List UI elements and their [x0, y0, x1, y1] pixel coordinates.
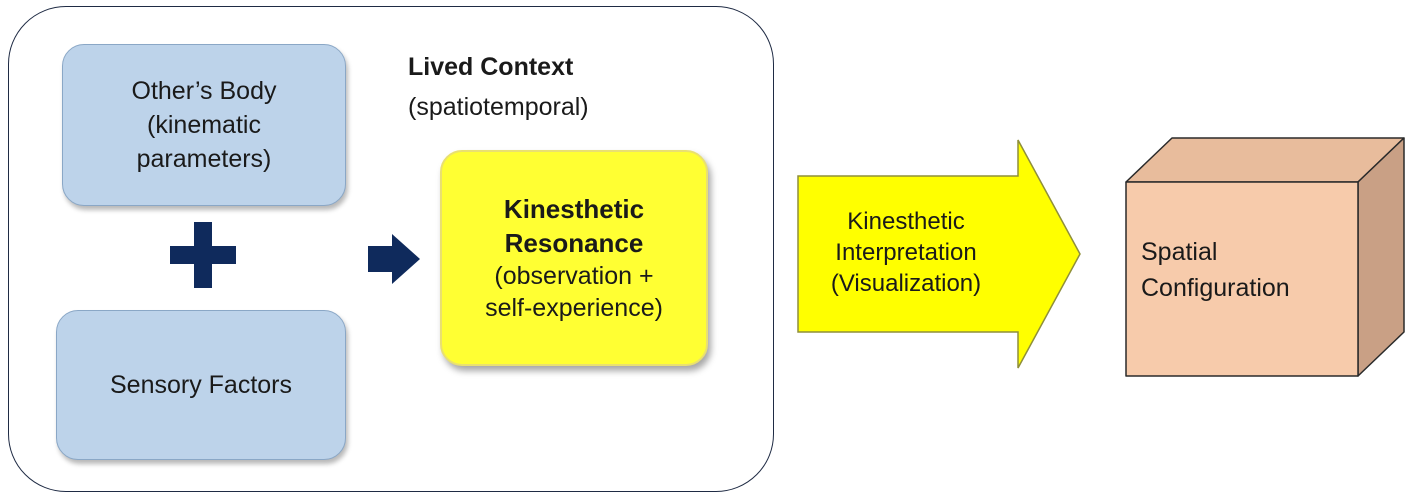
lived-context-subtitle: (spatiotemporal): [408, 93, 589, 121]
arrow-right-icon: [368, 234, 420, 284]
plus-icon: [170, 222, 236, 288]
kinesthetic-resonance-box: Kinesthetic Resonance (observation + sel…: [440, 150, 708, 366]
resonance-title: Kinesthetic Resonance: [504, 192, 644, 260]
resonance-title-line: Kinesthetic: [503, 194, 645, 224]
interpretation-line: Interpretation: [835, 239, 977, 266]
sensory-factors-label: Sensory Factors: [109, 371, 292, 399]
others-body-line: (kinematic: [147, 111, 261, 139]
lived-context-title: Lived Context: [408, 53, 574, 81]
resonance-sub-line: (observation +: [494, 262, 654, 290]
interpretation-arrow: [797, 139, 1081, 369]
others-body-line: parameters): [136, 145, 272, 173]
interpretation-line: Kinesthetic: [847, 208, 965, 235]
spatial-configuration-cube: [1125, 137, 1405, 377]
resonance-title-line: Resonance: [504, 228, 644, 258]
cube-front-face: [1125, 181, 1359, 377]
others-body-box: Other’s Body (kinematic parameters): [62, 44, 346, 206]
interpretation-line: (Visualization): [830, 270, 982, 297]
resonance-sub-line: self-experience): [485, 294, 663, 322]
others-body-text: Other’s Body (kinematic parameters): [132, 74, 277, 176]
cube-top-face: [1125, 137, 1405, 183]
others-body-line: Other’s Body: [131, 77, 277, 105]
resonance-subtitle: (observation + self-experience): [485, 260, 663, 324]
spatial-line: Spatial: [1141, 238, 1218, 266]
spatial-configuration-label: Spatial Configuration: [1141, 234, 1290, 306]
interpretation-label: Kinesthetic Interpretation (Visualizatio…: [800, 206, 1012, 299]
sensory-factors-box: Sensory Factors: [56, 310, 346, 460]
spatial-line: Configuration: [1141, 274, 1290, 302]
